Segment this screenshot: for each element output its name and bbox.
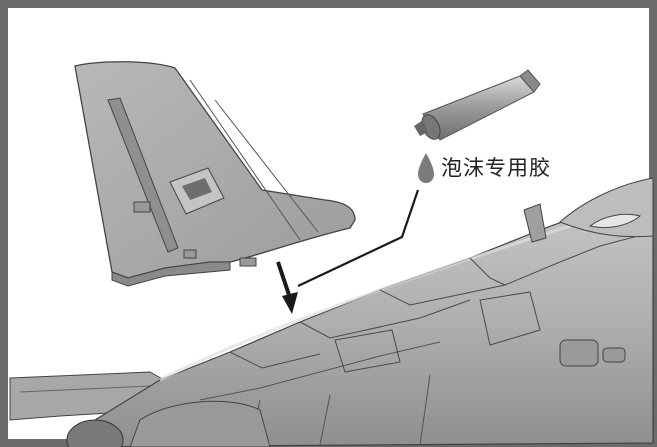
- antenna: [523, 203, 547, 243]
- down-arrow-icon: [276, 261, 298, 314]
- glue-drop-icon: [418, 153, 434, 183]
- glue-label: 泡沫专用胶: [441, 156, 551, 180]
- glue-tube-icon: [414, 69, 541, 141]
- intake: [129, 400, 271, 447]
- glue-leader-line: [297, 189, 420, 287]
